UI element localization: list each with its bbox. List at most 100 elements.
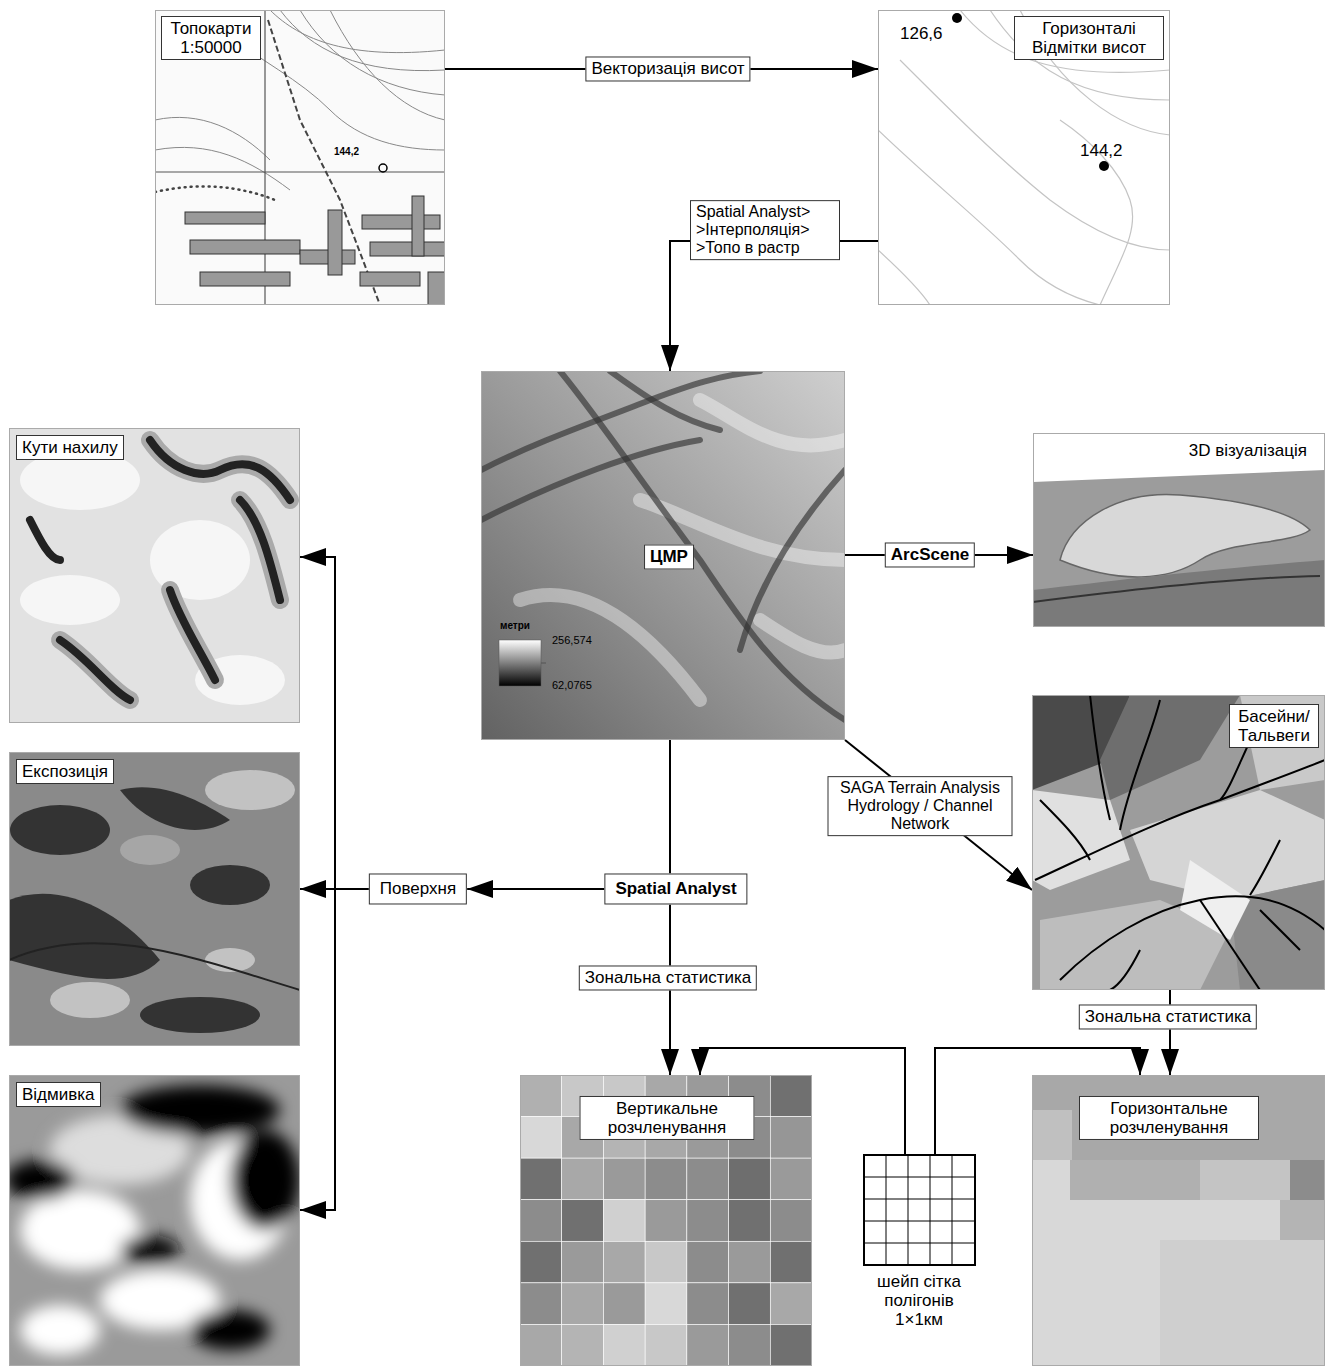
legend-title: метри (500, 620, 530, 631)
label-holder: Кути нахилу (16, 435, 124, 460)
vertical-dissection-grid (770, 1158, 812, 1200)
edge-label-holder: Spatial Analyst> >Інтерполяція> >Топо в … (690, 200, 840, 260)
vertical-dissection-grid (770, 1283, 812, 1325)
contour-map (1099, 161, 1109, 171)
edge-label: SAGA Terrain Analysis Hydrology / Channe… (828, 776, 1013, 836)
topographic-map (330, 10, 445, 120)
map-panel: Експозиція (9, 752, 300, 1046)
process-box: Поверхня (369, 873, 467, 904)
grid-icon (864, 1243, 975, 1244)
horizontal-dissection-map (1280, 1200, 1325, 1240)
edge-label-holder: ArcScene (885, 542, 975, 567)
box-label: Spatial Analyst (615, 879, 736, 898)
legend-value: 62,0765 (552, 679, 592, 691)
panel-label: Експозиція (16, 759, 114, 784)
horizontal-dissection-map (1290, 1160, 1325, 1200)
elevation-model (481, 371, 845, 740)
topographic-map (155, 10, 445, 190)
panel-label: 3D візуалізація (1186, 440, 1310, 461)
edge-label: Зональна статистика (1079, 1004, 1257, 1029)
panel-label: Топокарти 1:50000 (161, 16, 261, 60)
label-holder: 144,2 (334, 146, 359, 157)
slope-map (170, 590, 215, 680)
label-holder: ЦМР (644, 544, 694, 569)
contour-map (878, 10, 1170, 305)
vertical-dissection-grid (770, 1241, 812, 1283)
vertical-dissection-grid (520, 1075, 562, 1117)
vertical-dissection-grid (520, 1283, 562, 1325)
basin-map (1032, 695, 1325, 990)
elevation-model (700, 400, 845, 445)
horizontal-dissection-map (1160, 1240, 1325, 1366)
label-holder: Вертикальне розчленування (580, 1096, 755, 1140)
vertical-dissection-grid (729, 1283, 771, 1325)
topographic-map (412, 196, 424, 256)
slope-map (30, 440, 290, 700)
hillshade-map (9, 1075, 300, 1366)
contour-map (1060, 120, 1133, 305)
grid-icon (864, 1155, 975, 1265)
vertical-dissection-grid (603, 1283, 645, 1325)
slope-map (60, 640, 130, 700)
contour-map (878, 250, 930, 305)
basin-map (1040, 800, 1090, 860)
horizontal-dissection-map (1070, 1160, 1200, 1200)
3d-scene (1033, 576, 1320, 602)
hillshade-map (120, 1235, 180, 1265)
contour-map (878, 130, 1100, 305)
connector (670, 241, 878, 371)
vertical-dissection-grid (770, 1200, 812, 1242)
map-panel: Басейни/ Тальвеги (1032, 695, 1325, 990)
aspect-map (120, 787, 230, 830)
grid-icon (864, 1155, 975, 1265)
dem-panel: ЦМР (481, 371, 845, 740)
vertical-dissection-grid (520, 1324, 562, 1366)
label-holder: Горизонтальне розчленування (1079, 1096, 1259, 1140)
aspect-map (9, 894, 160, 979)
aspect-map (50, 982, 130, 1018)
slope-map (170, 590, 215, 680)
vertical-dissection-grid (520, 1158, 562, 1200)
topographic-map (360, 272, 420, 286)
label-holder: 3D візуалізація (1186, 440, 1310, 461)
process-box: Spatial Analyst (604, 873, 747, 904)
vertical-dissection-grid (687, 1200, 729, 1242)
topographic-map (155, 10, 445, 305)
contour-map (990, 10, 1170, 100)
basin-map (1090, 695, 1110, 820)
contour-map (878, 10, 1170, 305)
vertical-dissection-grid (645, 1283, 687, 1325)
vertical-dissection-grid (729, 1200, 771, 1242)
slope-map (240, 500, 280, 600)
aspect-map (205, 770, 295, 810)
horizontal-dissection-map (1032, 1075, 1325, 1366)
vertical-dissection-grid (562, 1200, 604, 1242)
topographic-map (328, 210, 342, 275)
horizontal-dissection-map (1032, 1075, 1325, 1366)
hillshade-map (120, 1085, 280, 1135)
elevation-model (541, 663, 546, 664)
vertical-dissection-grid (729, 1324, 771, 1366)
connector (1169, 990, 1171, 1075)
grid-icon-node: шейп сітка полігонів 1×1км (864, 1155, 975, 1265)
topographic-map (155, 147, 290, 190)
topographic-map (370, 242, 445, 256)
panel-label: ЦМР (644, 544, 694, 569)
vertical-dissection-grid (645, 1200, 687, 1242)
vertical-dissection-grid (603, 1241, 645, 1283)
hillshade-map (9, 1160, 75, 1200)
aspect-map (9, 943, 300, 990)
vertical-dissection-grid (520, 1200, 562, 1242)
vertical-dissection-grid (729, 1241, 771, 1283)
spot-height: 144,2 (1080, 141, 1123, 160)
topographic-map (155, 186, 275, 200)
slope-map (9, 428, 300, 723)
vertical-dissection-grid (770, 1075, 812, 1117)
aspect-map (9, 787, 270, 1033)
vertical-dissection-grid (770, 1324, 812, 1366)
contour-map (960, 10, 1170, 73)
hillshade-map (9, 1085, 300, 1355)
connector (300, 889, 369, 1210)
